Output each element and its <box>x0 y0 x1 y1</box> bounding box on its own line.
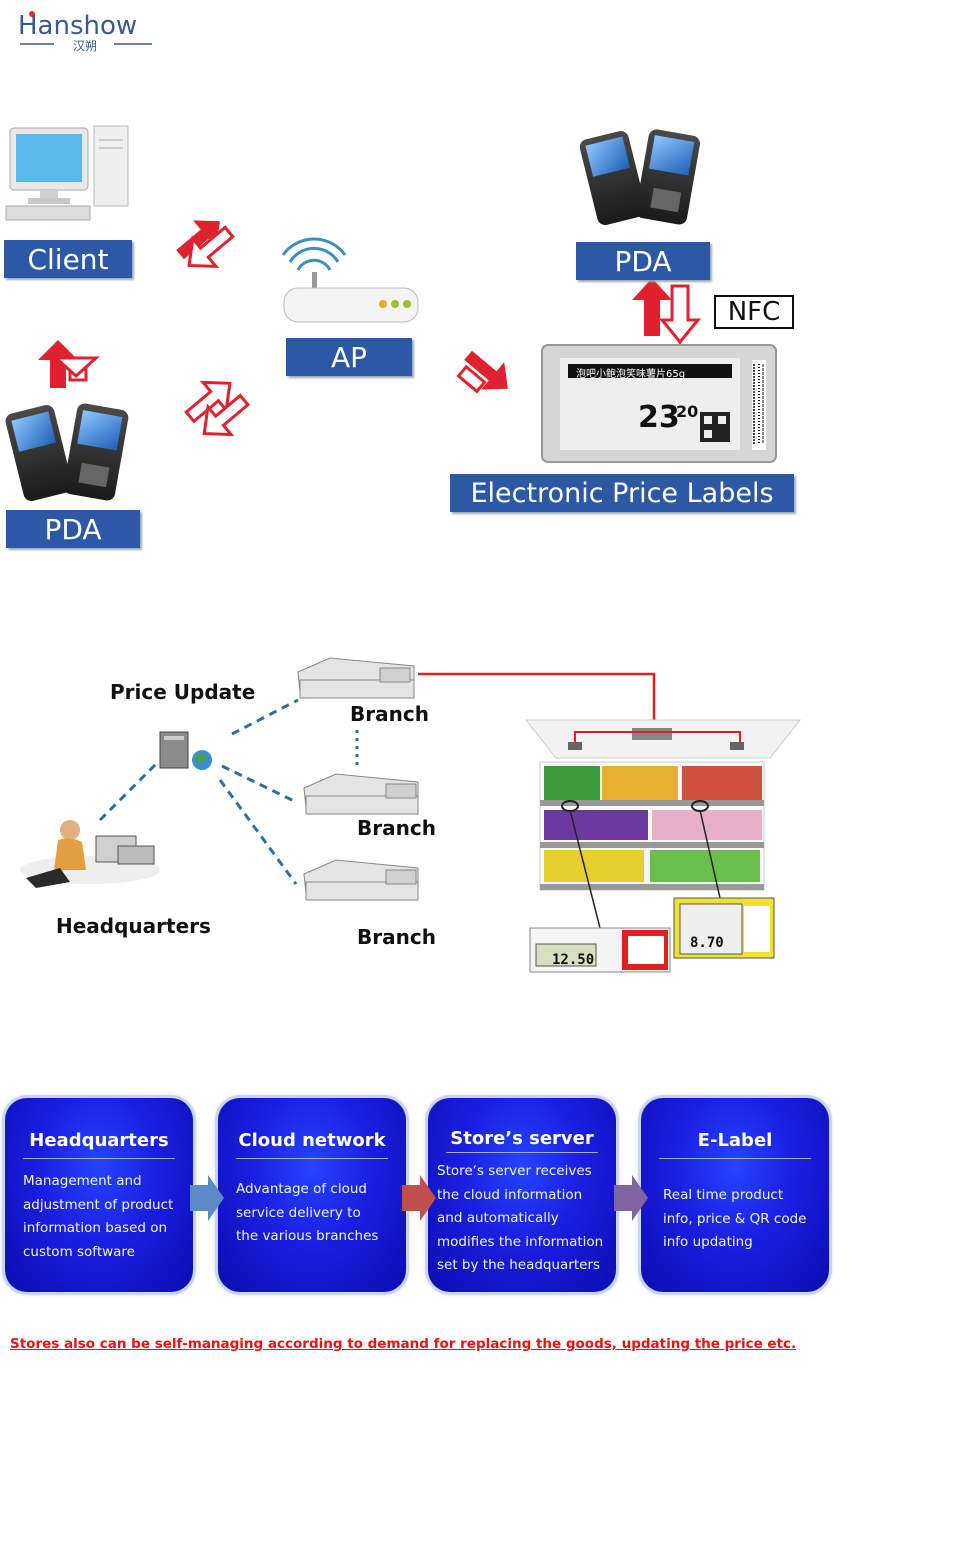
desc-line: custom software <box>23 1243 135 1260</box>
desc-line: and automatically <box>437 1210 559 1226</box>
flow-step-title: Store’s server <box>450 1128 594 1149</box>
price-tag-2-value: 8.70 <box>690 935 724 951</box>
flow-arrow-red-icon <box>402 1175 436 1221</box>
price-label-main: 23 <box>638 400 680 435</box>
flow-step-stores-server: Store’s server Store‘s server receives t… <box>428 1098 616 1292</box>
price-tag-1-value: 12.50 <box>552 952 595 968</box>
arrow-ap-to-label-icon <box>456 350 508 394</box>
server-globe-icon <box>159 731 212 770</box>
desc-line: info updating <box>663 1234 753 1250</box>
branch-store-3-icon <box>303 859 419 901</box>
flow-step-desc: Advantage of cloud service delivery to t… <box>236 1178 396 1249</box>
desc-line: Advantage of cloud <box>236 1181 367 1197</box>
network-diagram-graphics <box>20 657 802 973</box>
price-label-header: 泡吧小鲍泡笑味薯片65g <box>576 369 686 380</box>
branch-label-2: Branch <box>357 816 436 840</box>
flow-step-headquarters: Headquarters Management and adjustment o… <box>5 1098 193 1292</box>
logo-wordmark: Hanshow <box>18 11 138 41</box>
client-label: Client <box>4 240 132 278</box>
logo-mark <box>20 11 152 45</box>
price-update-label: Price Update <box>110 680 256 704</box>
ap-label: AP <box>286 338 412 376</box>
electronic-price-label-device <box>541 344 777 463</box>
wifi-router-icon <box>281 237 419 323</box>
logo-subtitle: 汉朔 <box>73 39 98 53</box>
desc-line: adjustment of product <box>23 1196 174 1213</box>
desc-line: Store‘s server receives <box>437 1163 592 1179</box>
footnote-text: Stores also can be self-managing accordi… <box>10 1336 797 1352</box>
branch-store-2-icon <box>303 773 419 815</box>
flow-step-divider <box>236 1158 388 1159</box>
desc-line: modifies the information <box>437 1233 604 1250</box>
network-links <box>98 698 299 885</box>
price-tag-2-icon <box>673 897 775 959</box>
branch-label-1: Branch <box>350 702 429 726</box>
desc-line: service delivery to <box>236 1204 361 1221</box>
desc-line: info, price & QR code <box>663 1210 807 1227</box>
desc-line: Management and <box>23 1173 142 1189</box>
nfc-label: NFC <box>714 295 794 329</box>
desktop-computer-icon <box>5 125 129 221</box>
flow-step-divider <box>659 1158 811 1159</box>
two-way-arrow-pda-ap-icon <box>184 380 251 437</box>
branch-label-3: Branch <box>357 925 436 949</box>
store-connection-line <box>418 672 656 728</box>
flow-step-e-label: E-Label Real time product info, price & … <box>641 1098 829 1292</box>
flow-step-desc: Real time product info, price & QR code … <box>663 1184 819 1255</box>
two-way-arrow-label-pda-icon <box>632 278 702 345</box>
pda-devices-right-icon <box>579 129 700 226</box>
desc-line: information based on <box>23 1220 168 1236</box>
price-label-cents: 20 <box>676 402 699 421</box>
desc-line: the various branches <box>236 1228 379 1244</box>
headquarters-label: Headquarters <box>56 914 211 938</box>
pda-right-label: PDA <box>576 242 710 280</box>
branch-store-1-icon <box>297 657 415 699</box>
desc-line: the cloud information <box>437 1186 583 1203</box>
flow-step-divider <box>446 1152 598 1153</box>
two-way-arrow-client-ap-icon <box>176 220 235 268</box>
two-way-arrow-client-pda-icon <box>38 340 100 388</box>
price-tag-1-icon <box>529 927 671 973</box>
headquarters-worker-icon <box>20 820 160 888</box>
pda-left-label: PDA <box>6 510 140 548</box>
store-shelves-illustration <box>524 719 802 929</box>
flow-step-title: E-Label <box>697 1130 773 1151</box>
flow-step-cloud-network: Cloud network Advantage of cloud service… <box>218 1098 406 1292</box>
flow-arrows <box>190 1175 648 1221</box>
flow-step-divider <box>23 1158 175 1159</box>
flow-step-desc: Store‘s server receives the cloud inform… <box>437 1160 606 1278</box>
flow-step-desc: Management and adjustment of product inf… <box>23 1170 183 1264</box>
hanshow-logo: Hanshow 汉朔 <box>18 8 158 58</box>
pda-devices-left-icon <box>5 403 129 502</box>
system-diagram-graphics <box>5 125 777 502</box>
flow-arrow-purple-icon <box>614 1175 648 1221</box>
desc-line: Real time product <box>663 1187 784 1203</box>
flow-step-title: Cloud network <box>238 1130 386 1151</box>
flow-arrow-blue-icon <box>190 1175 224 1221</box>
electronic-price-labels-label: Electronic Price Labels <box>450 474 794 512</box>
flow-step-title: Headquarters <box>29 1130 169 1151</box>
desc-line: set by the headquarters <box>437 1257 601 1273</box>
